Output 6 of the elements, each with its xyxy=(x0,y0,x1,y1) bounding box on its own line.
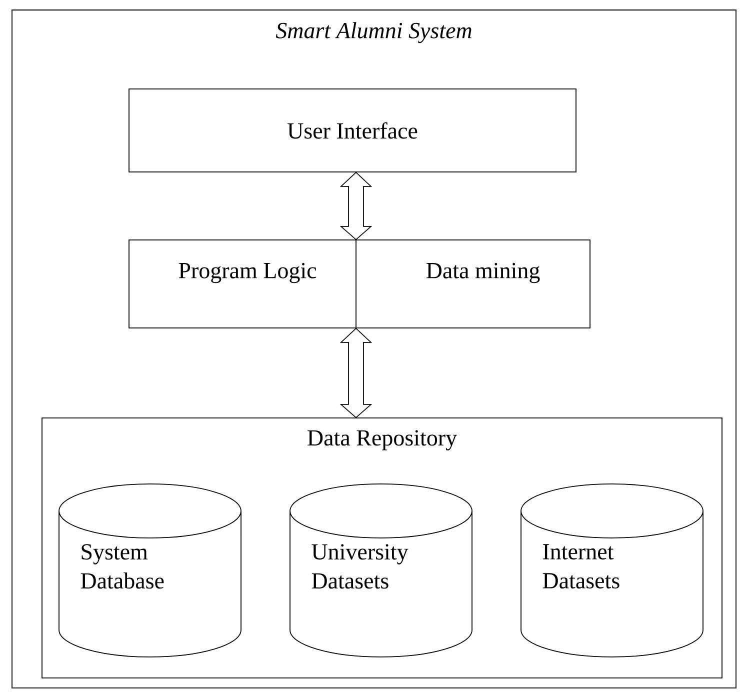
split-box: Program Logic Data mining xyxy=(128,240,590,328)
database-cylinder: Internet Datasets xyxy=(520,484,704,658)
database-cylinder: System Database xyxy=(58,484,242,658)
double-arrow xyxy=(340,328,372,418)
process-box: User Interface xyxy=(128,88,576,172)
database-cylinder: University Datasets xyxy=(290,484,472,658)
